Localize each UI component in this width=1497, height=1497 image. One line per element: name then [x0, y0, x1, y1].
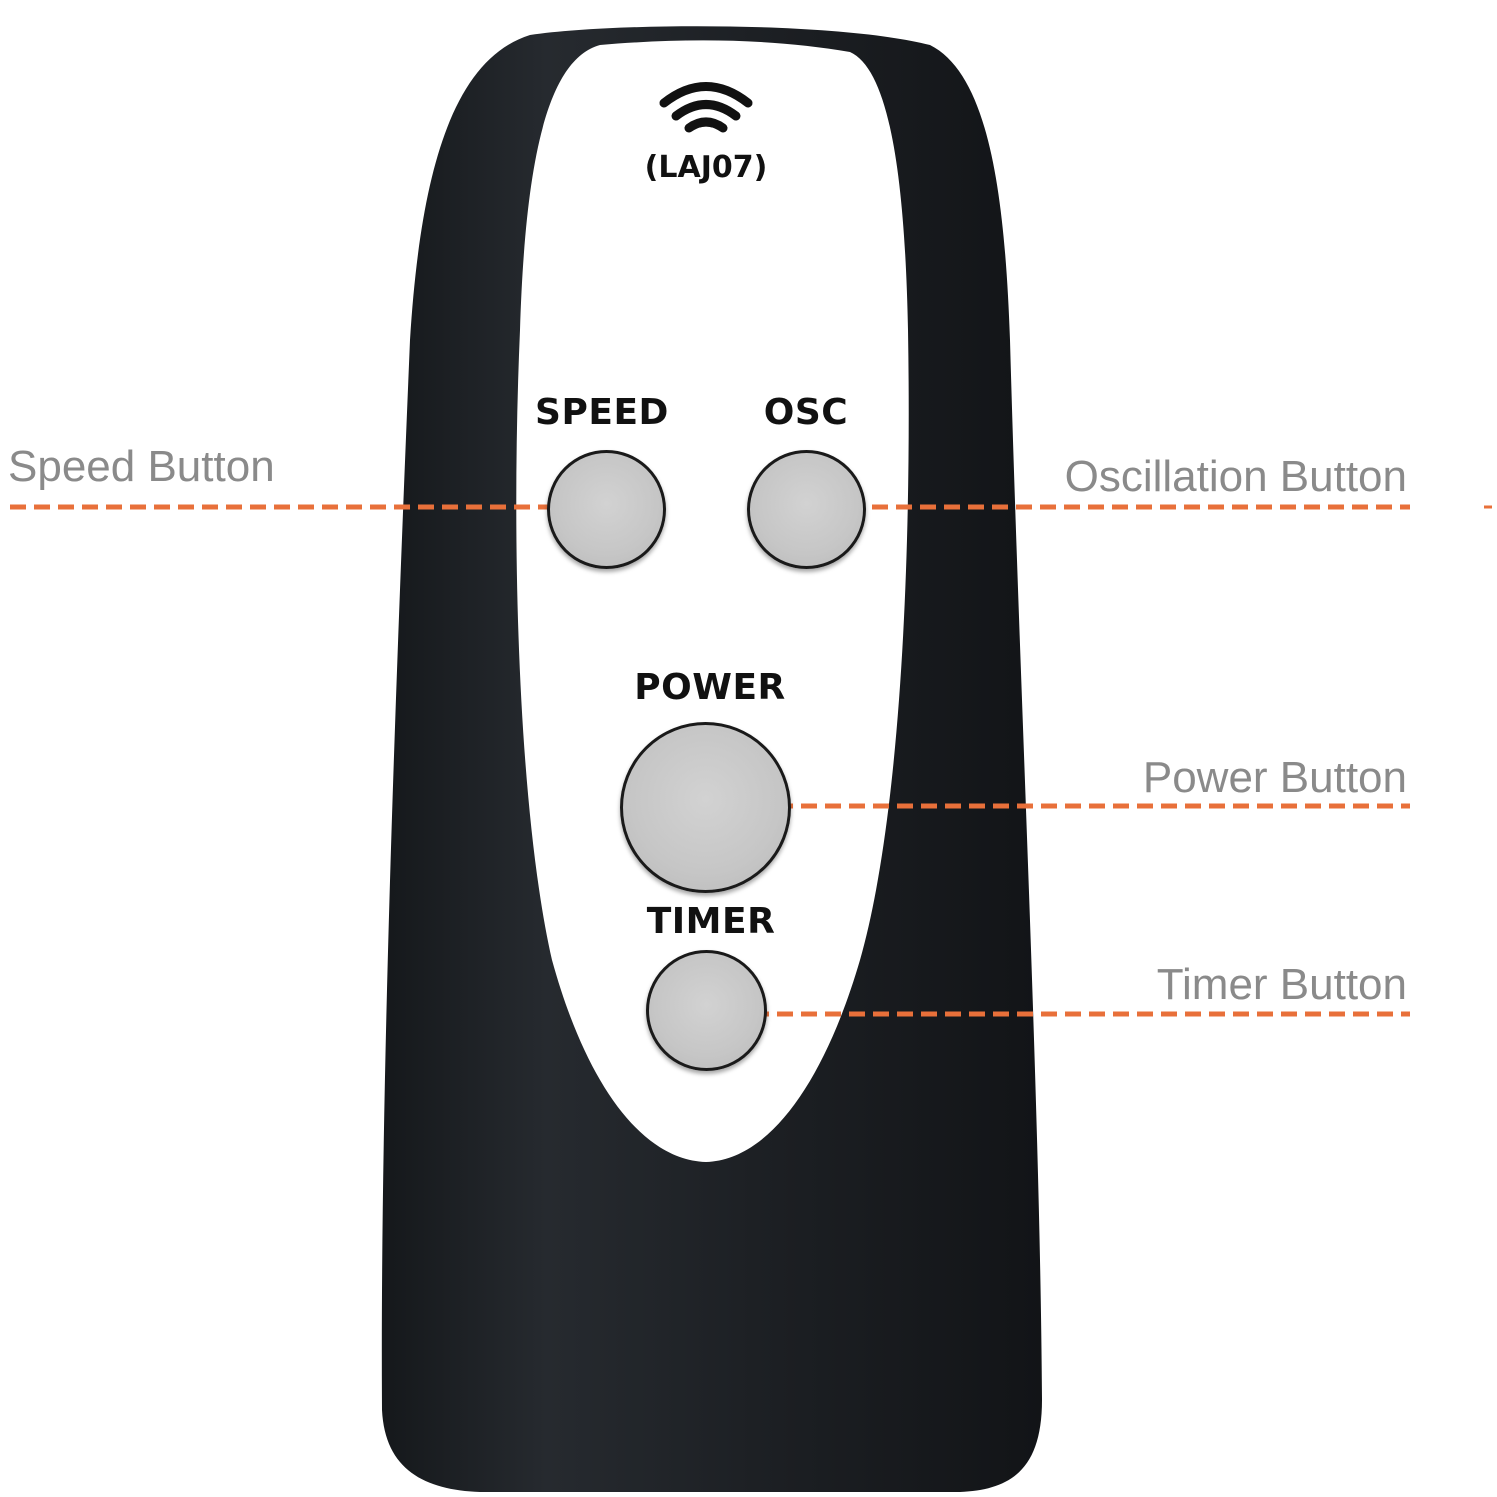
speed-label: SPEED: [535, 392, 669, 433]
power-callout-text: Power Button: [1142, 753, 1407, 802]
speed-button[interactable]: [547, 450, 666, 569]
speed-callout-text: Speed Button: [8, 442, 275, 491]
osc-label: OSC: [763, 392, 849, 433]
timer-button[interactable]: [646, 950, 767, 1071]
osc-button[interactable]: [747, 450, 866, 569]
callout-lines: [10, 504, 1410, 1017]
remote-face: [516, 40, 909, 1163]
power-label: POWER: [634, 667, 786, 708]
power-button[interactable]: [620, 722, 791, 893]
oscillation-callout-text: Oscillation Button: [1064, 452, 1407, 501]
model-label: (LAJ07): [644, 150, 768, 185]
timer-callout-text: Timer Button: [1156, 960, 1407, 1009]
timer-label: TIMER: [646, 901, 776, 942]
wifi-signal-icon: [659, 82, 753, 133]
